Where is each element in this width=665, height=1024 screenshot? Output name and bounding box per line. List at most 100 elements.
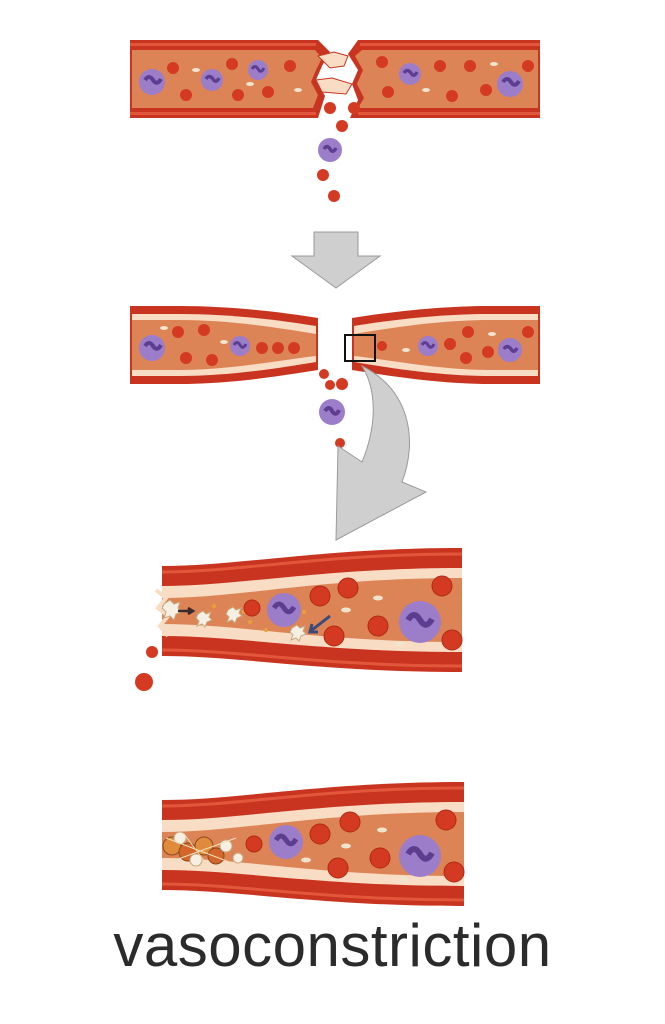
platelet-activation-stage <box>135 548 463 691</box>
white-blood-cell <box>230 336 250 356</box>
red-blood-cell <box>522 326 534 338</box>
red-blood-cell <box>434 60 446 72</box>
platelet-plug-stage <box>161 782 465 906</box>
white-blood-cell <box>418 336 438 356</box>
vessel-wall-stripe <box>161 786 465 808</box>
red-blood-cell <box>172 326 184 338</box>
escaping-red-cell <box>135 673 153 691</box>
red-blood-cell <box>167 62 179 74</box>
platelet <box>377 827 387 833</box>
flow-arrow-icon <box>178 606 196 616</box>
red-blood-cell <box>522 60 534 72</box>
red-blood-cell <box>441 629 463 651</box>
white-blood-cell <box>267 593 301 627</box>
red-blood-cell <box>262 86 274 98</box>
escaping-red-cell <box>324 102 336 114</box>
platelet <box>220 340 228 344</box>
constricted-vessel-stage <box>130 306 540 448</box>
zoom-arrow-icon <box>335 364 428 541</box>
escaping-red-cell <box>328 190 340 202</box>
escaping-red-cell <box>336 378 348 390</box>
zoom-box <box>344 334 376 362</box>
platelet <box>395 641 405 647</box>
torn-edge <box>315 77 353 95</box>
white-blood-cell <box>399 601 441 643</box>
escaping-white-cell <box>319 399 345 425</box>
activated-platelet <box>225 606 243 624</box>
vessel-wall-stripe <box>161 882 465 902</box>
escaping-white-cell <box>318 138 342 162</box>
red-blood-cell <box>443 861 465 883</box>
white-blood-cell <box>248 60 268 80</box>
red-blood-cell <box>337 577 359 599</box>
white-blood-cell <box>399 63 421 85</box>
vessel-wall-stripe <box>130 43 316 46</box>
clotting-factor <box>302 610 306 614</box>
vessel-wall-stripe <box>358 112 540 115</box>
clotting-factor <box>212 604 216 608</box>
red-blood-cell <box>444 338 456 350</box>
red-blood-cell <box>309 585 331 607</box>
platelet <box>422 88 430 92</box>
red-blood-cell <box>431 575 453 597</box>
vessel-wall-stripe <box>161 552 463 574</box>
platelet <box>294 88 302 92</box>
platelet <box>402 348 410 352</box>
red-blood-cell <box>198 324 210 336</box>
red-blood-cell <box>460 352 472 364</box>
torn-edge <box>154 588 171 638</box>
escaping-red-cell <box>335 438 345 448</box>
red-blood-cell <box>377 341 387 351</box>
escaping-red-cell <box>319 369 329 379</box>
platelet <box>341 607 351 613</box>
red-blood-cell <box>256 342 268 354</box>
clotting-factor <box>248 620 252 624</box>
red-blood-cell <box>376 56 388 68</box>
activated-platelet <box>195 610 213 628</box>
white-blood-cell <box>498 338 522 362</box>
red-blood-cell <box>288 342 300 354</box>
clotting-factor <box>264 628 268 632</box>
platelet <box>301 857 311 863</box>
platelet-plug <box>162 831 244 867</box>
red-blood-cell <box>367 615 389 637</box>
platelet <box>373 595 383 601</box>
vessel-wall-stripe <box>161 648 463 668</box>
vessel-wall-stripe <box>360 43 540 46</box>
platelet <box>488 332 496 336</box>
platelet <box>341 843 351 849</box>
red-blood-cell <box>369 847 391 869</box>
platelet <box>192 68 200 72</box>
caption-text: vasoconstriction <box>113 912 552 979</box>
red-blood-cell <box>462 326 474 338</box>
red-blood-cell <box>339 811 361 833</box>
down-arrow-icon <box>290 231 382 289</box>
platelet <box>399 877 409 883</box>
white-blood-cell <box>497 71 523 97</box>
red-blood-cell <box>323 625 345 647</box>
red-blood-cell <box>243 599 261 617</box>
white-blood-cell <box>399 835 441 877</box>
vessel-lumen <box>132 50 322 108</box>
white-blood-cell <box>269 825 303 859</box>
escaping-red-cell <box>348 102 360 114</box>
red-blood-cell <box>309 823 331 845</box>
ruptured-vessel-stage <box>130 40 540 202</box>
red-blood-cell <box>232 89 244 101</box>
escaping-red-cell <box>325 380 335 390</box>
escaping-red-cell <box>146 646 158 658</box>
white-blood-cell <box>139 69 165 95</box>
activated-platelet <box>161 599 183 621</box>
platelet <box>246 82 254 86</box>
adhesion-arrow-icon <box>308 614 331 634</box>
red-blood-cell <box>206 354 218 366</box>
red-blood-cell <box>226 58 238 70</box>
red-blood-cell <box>272 342 284 354</box>
torn-edge <box>317 51 349 69</box>
platelet <box>490 62 498 66</box>
red-blood-cell <box>284 60 296 72</box>
red-blood-cell <box>382 86 394 98</box>
white-blood-cell <box>201 69 223 91</box>
red-blood-cell <box>180 352 192 364</box>
